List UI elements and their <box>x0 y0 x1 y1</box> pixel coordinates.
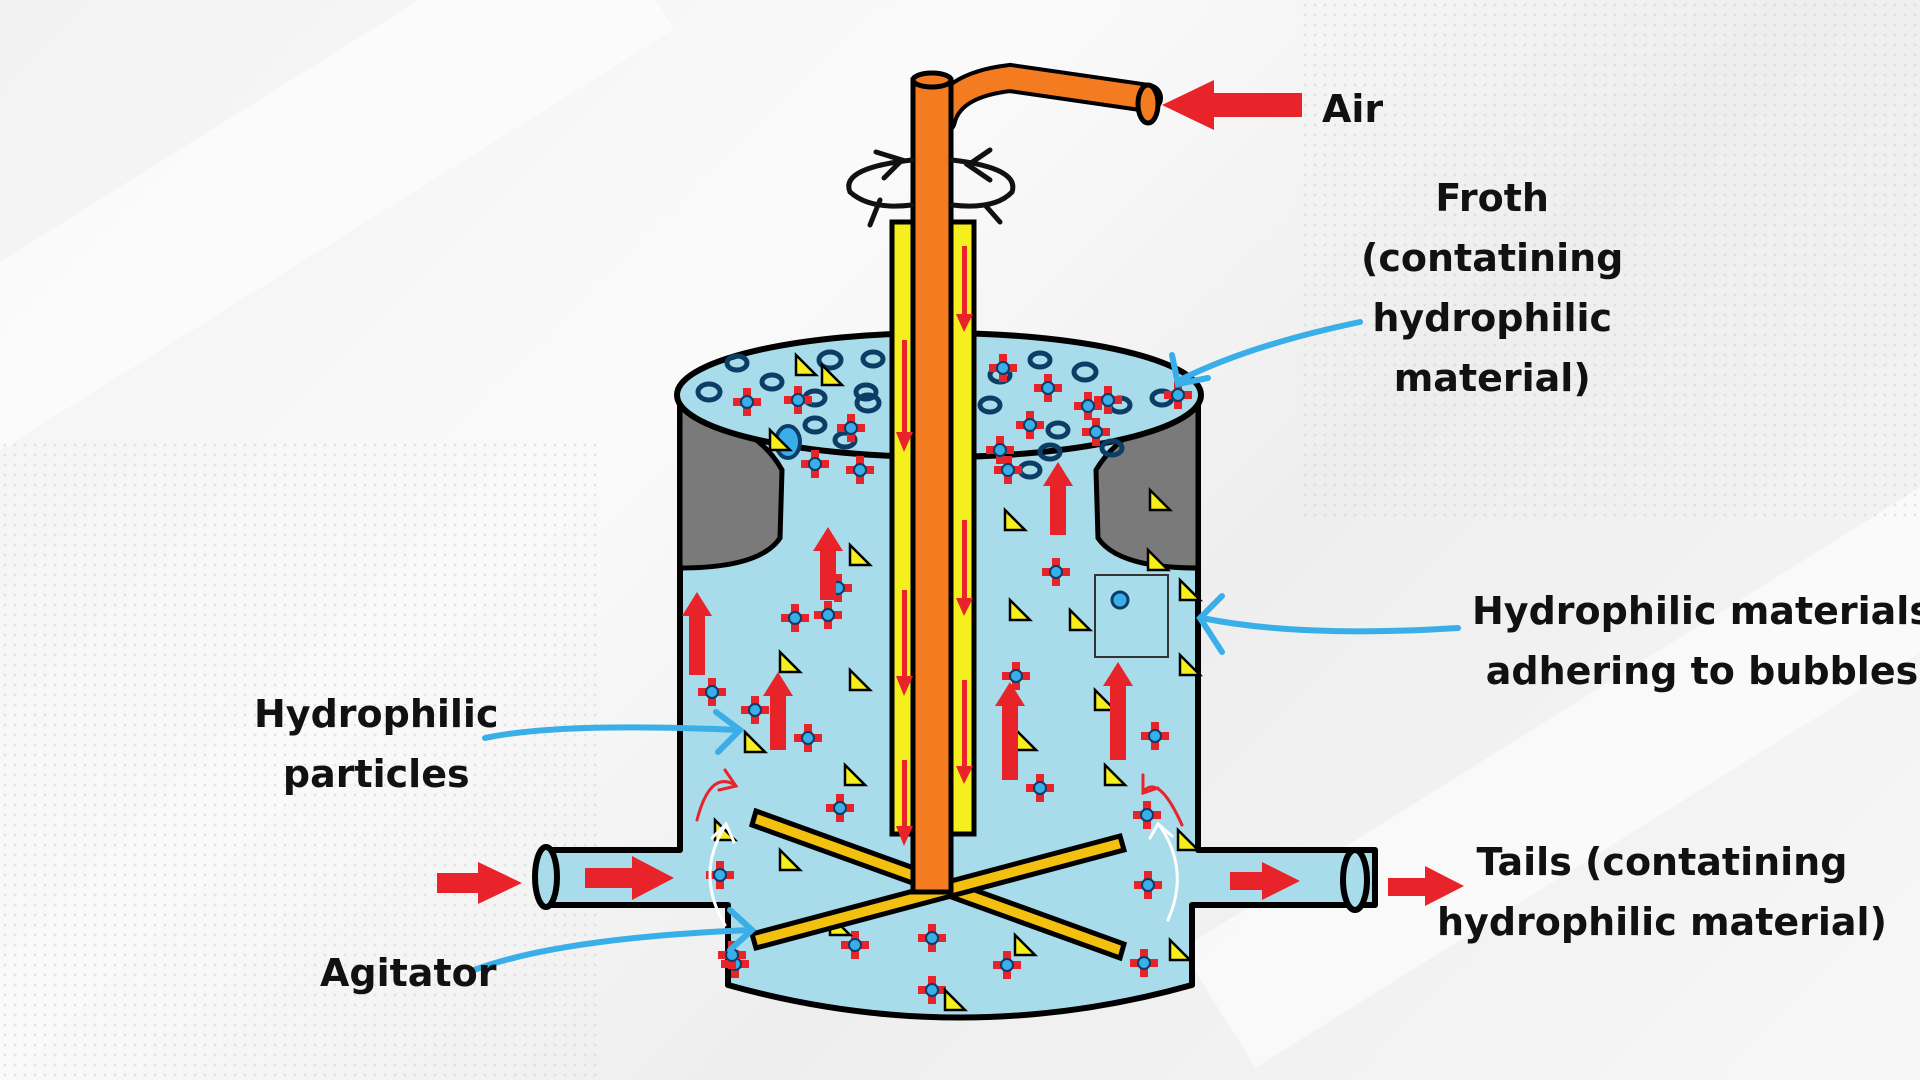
inlet-pipe-end <box>532 844 560 910</box>
label-froth-line: (contatining <box>1361 236 1624 280</box>
label-agitator: Agitator <box>320 951 497 995</box>
particle-triangle <box>848 666 874 692</box>
particle-cross <box>814 601 842 629</box>
feed-inlet-arrow <box>437 862 522 904</box>
downflow-arrows <box>896 246 973 846</box>
particle-triangle <box>1178 651 1204 677</box>
particle-triangle <box>778 846 804 872</box>
label-froth: Froth (contatining hydrophilic material) <box>1361 168 1623 408</box>
particle-triangle <box>1003 506 1029 532</box>
upflow-arrow <box>1043 462 1073 535</box>
particle-triangle <box>843 761 869 787</box>
particle-cross <box>1164 381 1192 409</box>
label-froth-line: hydrophilic <box>1372 296 1613 340</box>
particle-cross <box>846 456 874 484</box>
particle-triangle <box>778 648 804 674</box>
particle-cross <box>1042 558 1070 586</box>
pointer-lines <box>471 319 1461 973</box>
label-tails-line: hydrophilic material) <box>1437 900 1887 944</box>
label-froth-line: material) <box>1393 356 1591 400</box>
label-adhering-line: Hydrophilic materials <box>1472 589 1920 633</box>
particle-cross <box>784 386 812 414</box>
label-tails: Tails (contatining hydrophilic material) <box>1437 832 1887 952</box>
particle-cross <box>837 414 865 442</box>
particle-cross <box>986 436 1014 464</box>
particle-cross <box>918 976 946 1004</box>
particle-cross <box>1026 774 1054 802</box>
upflow-arrow <box>682 592 712 675</box>
particle-triangle <box>1146 546 1172 572</box>
particle-cross <box>741 696 769 724</box>
particle-cross <box>993 951 1021 979</box>
particle-triangle <box>1178 576 1204 602</box>
particle-cross <box>733 388 761 416</box>
upflow-arrow <box>763 672 793 750</box>
particle-cross <box>698 678 726 706</box>
particle-cross <box>1034 374 1062 402</box>
particle-triangle <box>1103 761 1129 787</box>
particle-cross <box>801 450 829 478</box>
outlet-pipe-end <box>1340 847 1370 913</box>
particle-cross <box>1133 801 1161 829</box>
shaft-top <box>910 70 954 90</box>
particle-triangle <box>743 728 769 754</box>
tails-flow-arrow <box>1230 862 1300 900</box>
particle-triangle <box>943 986 969 1012</box>
particle-cross <box>918 924 946 952</box>
upflow-arrow <box>995 682 1025 780</box>
particle-cross <box>706 861 734 889</box>
particle-triangle <box>1176 826 1202 852</box>
adhesion-detail-box <box>1094 574 1169 658</box>
particle-cross <box>781 604 809 632</box>
feed-flow-arrow <box>585 856 674 900</box>
particle-triangle <box>1068 606 1094 632</box>
label-tails-line: Tails (contatining <box>1476 840 1848 884</box>
particle-cross <box>1016 411 1044 439</box>
rotation-arrow-icon <box>846 147 1016 228</box>
label-hydrophilic-particles: Hydrophilic particles <box>254 684 498 804</box>
background-dots <box>1300 0 1920 520</box>
froth-bubbles <box>695 349 1175 480</box>
particle-cross <box>1130 949 1158 977</box>
upflow-arrow <box>813 527 843 600</box>
particle-triangle <box>848 541 874 567</box>
particle-triangle <box>794 351 820 377</box>
particle-cross <box>989 354 1017 382</box>
label-hydrophilic-adhering: Hydrophilic materials adhering to bubble… <box>1472 581 1920 701</box>
air-pipe-end <box>1135 82 1161 126</box>
circulation-arrows <box>695 768 1184 927</box>
particle-cross <box>1082 418 1110 446</box>
particle-cross <box>1002 662 1030 690</box>
particle-triangle <box>768 426 794 452</box>
particle-triangle <box>1148 486 1174 512</box>
particle-cross <box>794 724 822 752</box>
particle-triangle <box>1013 931 1039 957</box>
particle-cross <box>1141 722 1169 750</box>
particle-cross <box>1134 871 1162 899</box>
particle-cross <box>994 456 1022 484</box>
label-froth-line: Froth <box>1435 176 1549 220</box>
particle-cross <box>1074 392 1102 420</box>
label-air: Air <box>1322 87 1384 131</box>
particle-cross <box>1094 386 1122 414</box>
particle-triangle <box>820 361 846 387</box>
upflow-arrows <box>682 462 1133 780</box>
background-dots <box>0 440 600 1080</box>
particle-triangle <box>1008 596 1034 622</box>
air-pipe <box>931 66 1159 131</box>
particles-layer <box>698 351 1204 1012</box>
tails-outlet-arrow <box>1388 866 1464 906</box>
particle-cross <box>841 931 869 959</box>
label-adhering-line: adhering to bubbles <box>1485 649 1919 693</box>
particle-triangle <box>1168 936 1194 962</box>
label-particles-line: Hydrophilic <box>254 692 499 736</box>
bubble <box>1110 590 1130 610</box>
air-inlet-arrow <box>1162 80 1302 130</box>
agitator-shaft <box>910 77 954 895</box>
label-particles-line: particles <box>282 752 470 796</box>
particle-cross <box>826 794 854 822</box>
upflow-arrow <box>1103 662 1133 760</box>
